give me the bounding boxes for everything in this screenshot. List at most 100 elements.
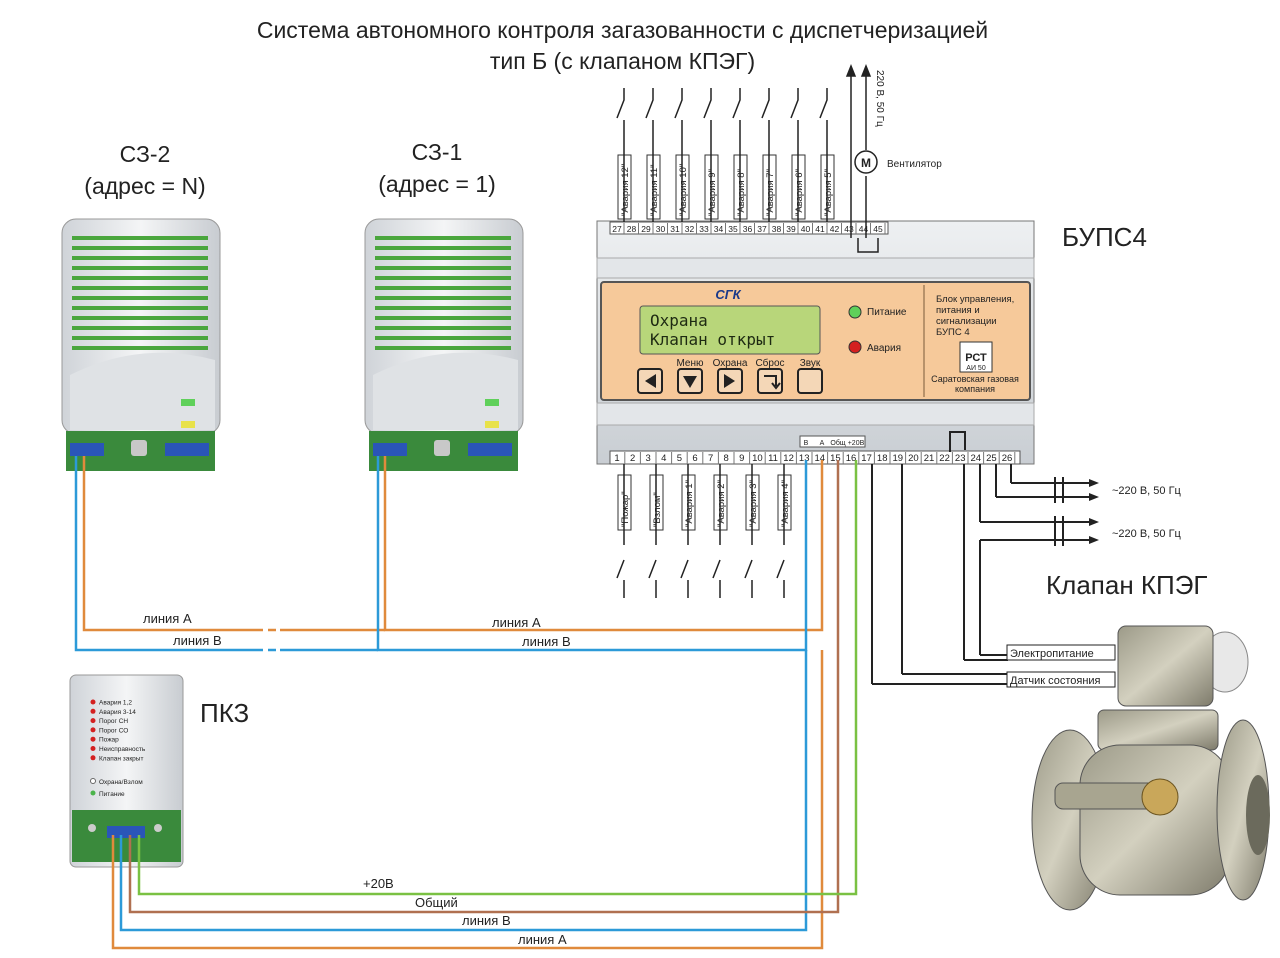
top-input-label-7: "Авария 5" bbox=[823, 169, 834, 216]
bups-led-power-label: Питание bbox=[867, 307, 907, 318]
line-a-label-mid: линия А bbox=[492, 615, 541, 630]
top-terminal-28: 28 bbox=[627, 224, 637, 234]
bottom-switch bbox=[744, 464, 753, 598]
pkz-led bbox=[90, 746, 96, 751]
bottom-terminal-14: 14 bbox=[815, 453, 826, 464]
bups-cert-mark: РСТ bbox=[965, 352, 987, 364]
pkz-device bbox=[69, 674, 184, 868]
top-terminal-35: 35 bbox=[728, 224, 738, 234]
bups-info-2: питания и bbox=[936, 305, 980, 316]
line-b-label-bottom: линия В bbox=[462, 913, 511, 928]
top-terminal-42: 42 bbox=[830, 224, 840, 234]
bottom-terminal-12: 12 bbox=[783, 453, 794, 464]
power-top-label: 220 В, 50 Гц bbox=[874, 70, 885, 127]
bottom-input-label-3: "Авария 2" bbox=[716, 480, 727, 527]
bottom-input-label-1: "Взлом" bbox=[652, 492, 663, 527]
bus-label-common: Общ bbox=[830, 439, 845, 447]
top-switch bbox=[732, 88, 741, 222]
bups-button-reset-label: Сброс bbox=[755, 357, 784, 369]
pkz-power-label: Питание bbox=[99, 791, 125, 798]
top-terminal-39: 39 bbox=[786, 224, 796, 234]
bottom-switch bbox=[616, 464, 625, 598]
valve-power-box bbox=[1006, 644, 1116, 661]
top-terminal-32: 32 bbox=[685, 224, 695, 234]
bups-lcd-line2: Клапан открыт bbox=[650, 330, 775, 349]
top-switch bbox=[819, 88, 828, 222]
common-label: Общий bbox=[415, 895, 458, 910]
valve-name: Клапан КПЭГ bbox=[1046, 570, 1208, 600]
line-b-label-mid: линия В bbox=[522, 634, 571, 649]
top-switch bbox=[761, 88, 770, 222]
pkz-led bbox=[90, 708, 96, 714]
bottom-terminal-9: 9 bbox=[739, 453, 744, 464]
bups-name: БУПС4 bbox=[1062, 222, 1147, 252]
line-a-pkz bbox=[111, 650, 824, 950]
bottom-terminal-7: 7 bbox=[708, 453, 713, 464]
plus20-line bbox=[137, 460, 858, 896]
bus-label-plus20: +20В bbox=[848, 440, 865, 447]
valve-illustration bbox=[1031, 625, 1270, 911]
top-switch bbox=[645, 88, 654, 222]
bups-brand: СГК bbox=[715, 287, 741, 302]
bottom-terminal-16: 16 bbox=[846, 453, 857, 464]
sensor-1-device bbox=[364, 218, 524, 471]
bottom-terminal-26: 26 bbox=[1002, 453, 1013, 464]
bups-led-alarm-label: Авария bbox=[867, 343, 901, 354]
bottom-terminal-13: 13 bbox=[799, 453, 810, 464]
bups-info-3: сигнализации bbox=[936, 316, 997, 327]
line-a-sz1 bbox=[383, 456, 824, 632]
pkz-name: ПКЗ bbox=[200, 698, 250, 728]
bottom-input-label-5: "Авария 4" bbox=[780, 480, 791, 527]
bus-label-a: A bbox=[820, 440, 825, 447]
line-a-label-bottom: линия А bbox=[518, 932, 567, 947]
pkz-indicator-label-1: Авария 3-14 bbox=[99, 709, 136, 716]
bottom-terminal-20: 20 bbox=[908, 453, 919, 464]
line-a-label-left: линия А bbox=[143, 611, 192, 626]
bottom-switch bbox=[648, 464, 657, 598]
bottom-terminal-3: 3 bbox=[646, 453, 651, 464]
bus-lines bbox=[74, 456, 858, 950]
bottom-terminal-18: 18 bbox=[877, 453, 888, 464]
pkz-led bbox=[90, 755, 96, 761]
bups-company-2: компания bbox=[955, 384, 995, 394]
bups-cert-code: АИ 50 bbox=[966, 365, 986, 372]
bottom-terminal-25: 25 bbox=[986, 453, 997, 464]
bottom-terminal-19: 19 bbox=[893, 453, 904, 464]
bottom-terminal-8: 8 bbox=[724, 453, 729, 464]
line-b-pkz bbox=[119, 650, 808, 932]
sensor-1-name: СЗ-1 bbox=[411, 139, 463, 165]
top-input-label-2: "Авария 10" bbox=[678, 164, 689, 216]
line-b-label-left: линия В bbox=[173, 633, 222, 648]
diagram-title-line2: тип Б (с клапаном КПЭГ) bbox=[489, 48, 756, 74]
top-terminal-40: 40 bbox=[801, 224, 811, 234]
bottom-terminal-23: 23 bbox=[955, 453, 966, 464]
fan-symbol: M bbox=[861, 156, 871, 170]
bottom-switches bbox=[616, 464, 785, 598]
bottom-terminal-15: 15 bbox=[830, 453, 841, 464]
top-input-label-6: "Авария 6" bbox=[794, 169, 805, 216]
bups-info-4: БУПС 4 bbox=[936, 327, 970, 338]
pkz-indicator-label-4: Пожар bbox=[99, 737, 119, 744]
top-switch bbox=[674, 88, 683, 222]
bottom-terminal-17: 17 bbox=[861, 453, 872, 464]
top-terminal-33: 33 bbox=[699, 224, 709, 234]
top-terminal-41: 41 bbox=[815, 224, 825, 234]
bottom-terminal-4: 4 bbox=[661, 453, 666, 464]
power-out-1-label: ~220 В, 50 Гц bbox=[1112, 485, 1182, 497]
bottom-switch bbox=[776, 464, 785, 598]
pkz-led bbox=[90, 736, 96, 742]
diagram-title-line1: Система автономного контроля загазованно… bbox=[256, 17, 989, 43]
pkz-led bbox=[90, 699, 96, 705]
top-input-label-5: "Авария 7" bbox=[765, 169, 776, 216]
bottom-terminal-22: 22 bbox=[939, 453, 950, 464]
bottom-terminal-10: 10 bbox=[752, 453, 763, 464]
top-switches bbox=[616, 88, 828, 222]
bottom-terminal-2: 2 bbox=[630, 453, 635, 464]
bups-button-guard-label: Охрана bbox=[713, 358, 748, 369]
sensor-2-name: СЗ-2 bbox=[119, 141, 171, 167]
bottom-switch bbox=[680, 464, 689, 598]
bottom-input-label-4: "Авария 3" bbox=[748, 480, 759, 527]
bups-button-menu-label: Меню bbox=[676, 358, 704, 369]
